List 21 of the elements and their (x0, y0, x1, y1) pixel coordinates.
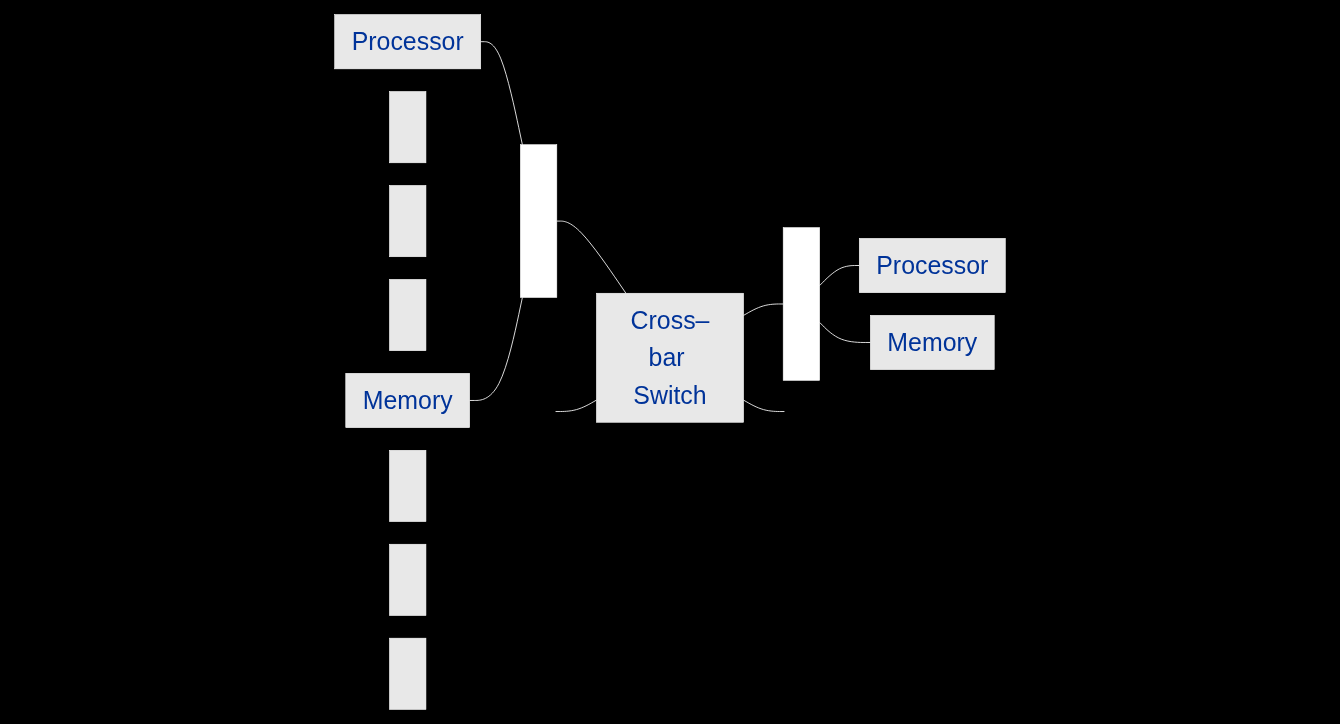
connector (743, 303, 784, 316)
connector (819, 265, 860, 286)
node-box: Cross–bar Switch (596, 292, 744, 423)
connector (556, 220, 627, 294)
node-box (389, 279, 427, 351)
node-box: Processor (859, 238, 1006, 293)
node-box (389, 543, 427, 616)
connector (555, 399, 597, 412)
node-bar (520, 144, 558, 298)
connector (469, 297, 523, 401)
node-box (389, 450, 427, 522)
node-box (389, 185, 427, 258)
node-box (389, 91, 427, 164)
node-box: Memory (870, 315, 995, 370)
node-box: Memory (345, 373, 470, 428)
node-bar (782, 227, 820, 381)
connector (480, 41, 523, 146)
connector (743, 399, 785, 412)
node-box (389, 637, 427, 710)
connector (819, 322, 871, 343)
node-box: Processor (334, 14, 481, 70)
